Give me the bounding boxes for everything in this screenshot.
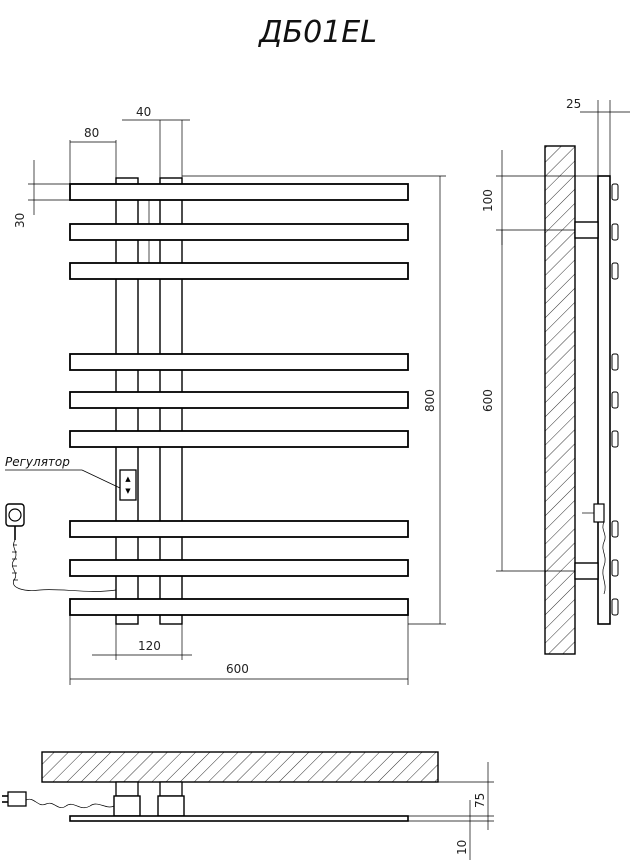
- bar: [69, 262, 409, 280]
- regulator-label: Регулятор: [5, 455, 70, 469]
- dim-bar-thickness: 10: [455, 840, 469, 855]
- dim-height: 800: [423, 389, 437, 412]
- mount-bottom: [574, 562, 599, 580]
- bar: [69, 559, 409, 577]
- plug-icon: [5, 503, 25, 540]
- bottom-view: 75 10: [2, 751, 494, 860]
- side-post: [597, 175, 611, 625]
- bar: [69, 353, 409, 371]
- dim-depth: 25: [566, 97, 581, 111]
- bottom-bar: [69, 815, 409, 822]
- dim-clearance: 75: [473, 793, 487, 808]
- bar: [69, 391, 409, 409]
- bar: [69, 598, 409, 616]
- dim-mount-top: 100: [481, 189, 495, 212]
- dim-left-offset: 80: [84, 126, 99, 140]
- dim-post-spacing: 120: [138, 639, 161, 653]
- plug-icon: [2, 791, 27, 807]
- bar: [69, 430, 409, 448]
- bar: [69, 223, 409, 241]
- front-view: ▲ ▼ Регулятор 40 80 30 8: [5, 105, 446, 685]
- regulator-box: [119, 469, 137, 501]
- dim-bar-height: 30: [13, 213, 27, 228]
- wall-hatch: [544, 145, 576, 655]
- regulator-icon: ▲: [125, 475, 131, 483]
- dim-top-offset: 40: [136, 105, 151, 119]
- regulator-side: [593, 503, 605, 523]
- dim-width: 600: [226, 662, 249, 676]
- towel-bars: [69, 183, 409, 616]
- mount-top: [574, 221, 599, 239]
- drawing-title: ДБ01EL: [257, 15, 377, 50]
- dim-mount-spacing: 600: [481, 389, 495, 412]
- regulator-icon: ▼: [125, 487, 131, 495]
- wall-hatch-bottom: [41, 751, 439, 783]
- bar: [69, 520, 409, 538]
- side-view: 25 100 600: [481, 97, 630, 655]
- bar: [69, 183, 409, 201]
